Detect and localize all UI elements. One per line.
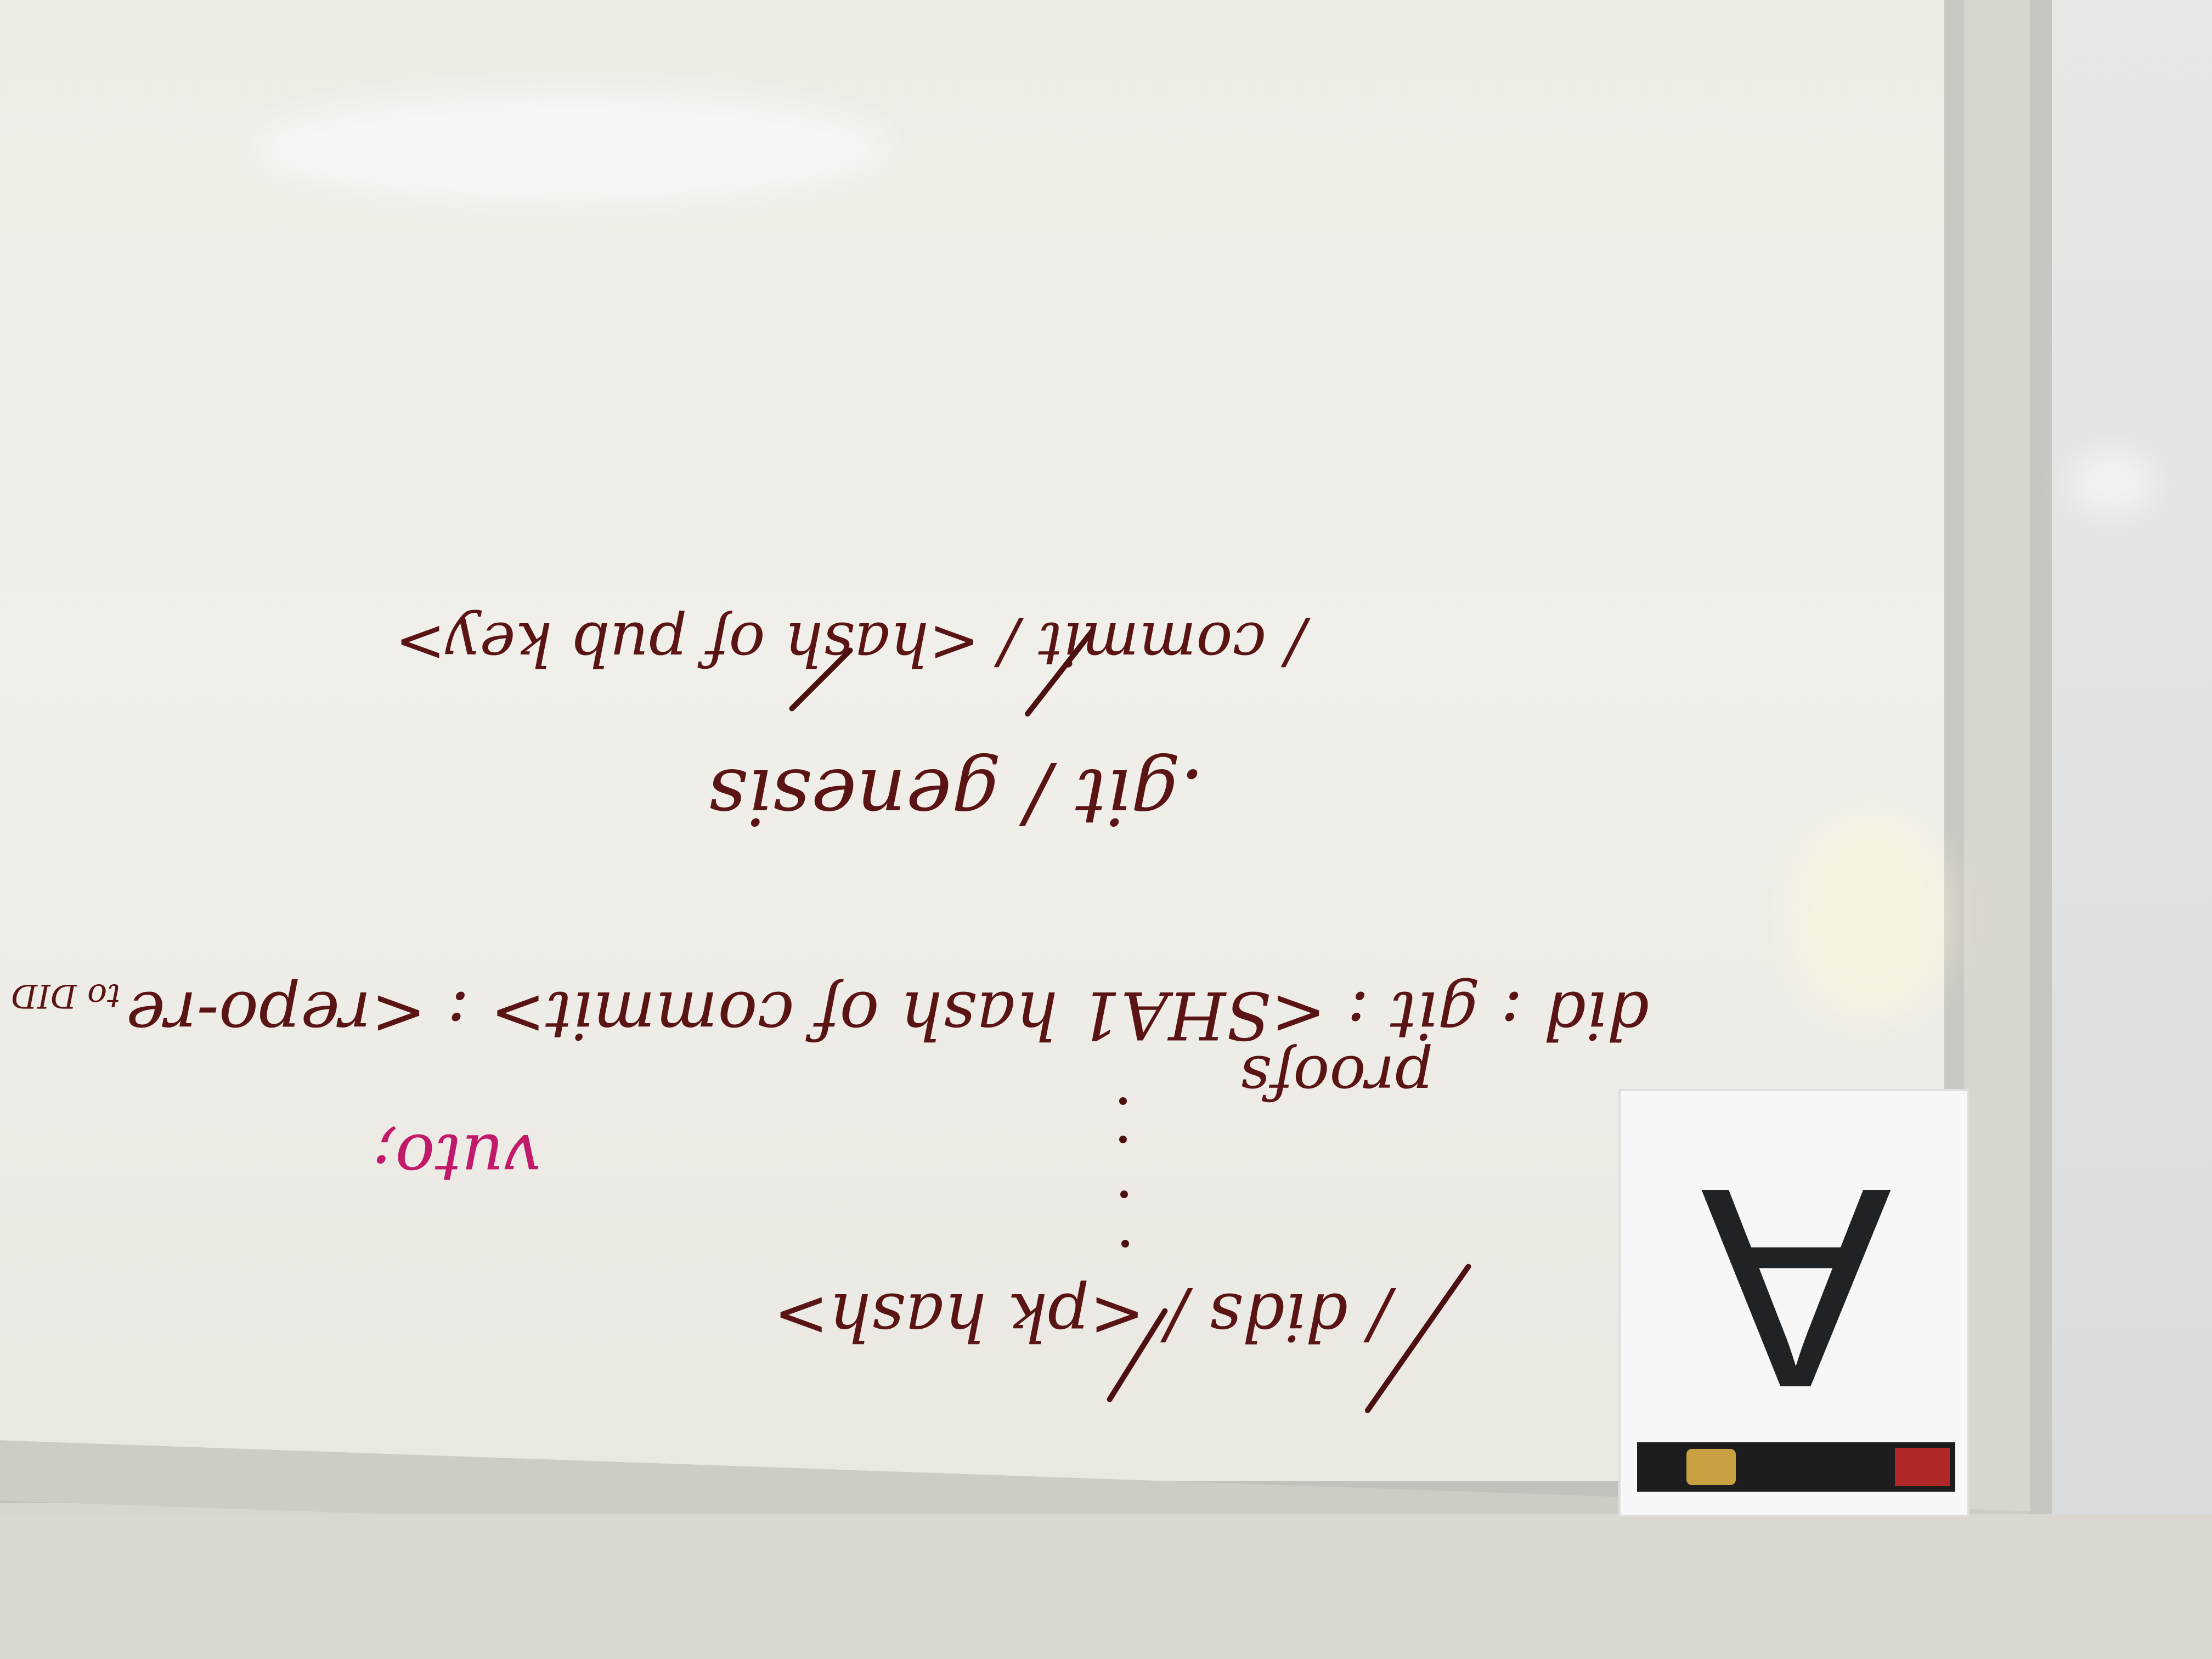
handwriting-did-note: to DID — [11, 977, 121, 1015]
wall — [0, 1514, 2212, 1659]
ink-dot — [1119, 1136, 1127, 1143]
ink-dot — [1120, 1190, 1128, 1198]
ink-dot — [1121, 1240, 1129, 1248]
handwriting-vuto: vuto; — [373, 1119, 541, 1195]
light-glare — [252, 93, 889, 203]
handwriting-genesis-line: .git / genesis — [708, 752, 1205, 841]
handwriting-commit-line: / commit / <hash of pub key> — [395, 609, 1306, 679]
adjacent-board — [2030, 0, 2212, 1547]
erased-writing — [66, 1180, 92, 1275]
sign-logo-strip — [1637, 1442, 1955, 1492]
ink-dot — [1119, 1097, 1127, 1105]
whiteboard: / commit / <hash of pub key> .git / gene… — [0, 0, 1964, 1503]
handwriting-dids-line: / dids / <pk hash> — [774, 1278, 1391, 1355]
handwriting-did-line: did : git : <SHA1 hash of commit> : <rep… — [126, 977, 1649, 1053]
window-reflection — [1788, 812, 1953, 1020]
posted-sign: A — [1618, 1089, 1970, 1517]
handwriting-proofs: proofs — [1240, 1042, 1434, 1113]
light-glare — [2068, 450, 2156, 516]
sign-letter: A — [1701, 1129, 1892, 1448]
